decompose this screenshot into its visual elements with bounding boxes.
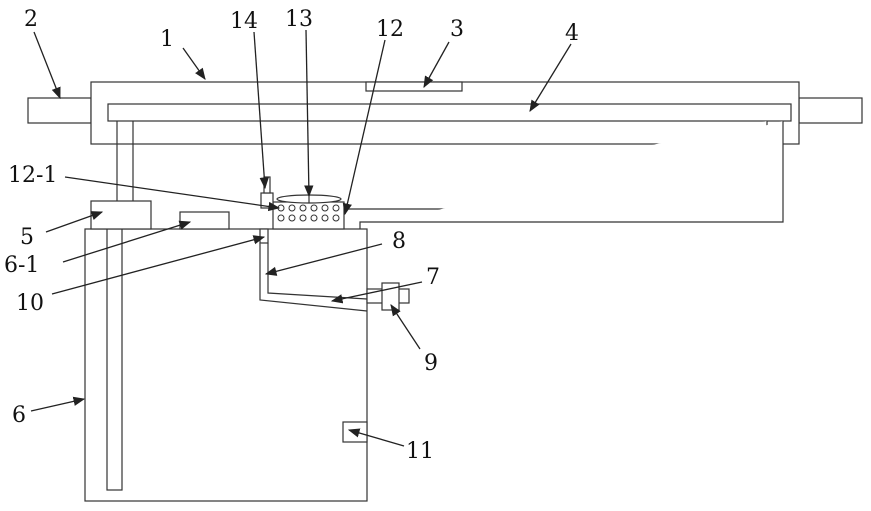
label-11: 11 [406,439,434,464]
leader-1 [183,48,205,79]
label-13: 13 [285,7,313,32]
label-12-1: 12-1 [8,163,57,188]
block-5 [91,201,151,229]
label-7: 7 [426,265,440,290]
label-1: 1 [160,27,174,52]
label-14: 14 [230,9,258,34]
label-5: 5 [20,225,34,250]
label-4: 4 [565,21,579,46]
inner-tube [107,229,122,490]
leader-2 [34,32,60,98]
label-6: 6 [12,403,26,428]
block-6-1 [180,212,229,229]
label-8: 8 [392,229,406,254]
housing-6 [85,201,367,501]
housing-body [85,229,367,501]
leader-3 [424,42,449,87]
leader-9 [391,305,420,349]
label-12: 12 [376,17,404,42]
label-3: 3 [450,17,464,42]
right-shaft [799,98,862,123]
label-2: 2 [24,7,38,32]
label-10: 10 [16,291,44,316]
joint-10 [260,229,268,243]
leader-6 [31,399,84,411]
label-9: 9 [424,351,438,376]
top-block-3 [366,82,462,91]
left-shaft-2 [28,98,91,123]
inner-rail-4 [108,104,791,121]
label-6-1: 6-1 [4,253,39,278]
filter-box-12 [261,177,344,229]
